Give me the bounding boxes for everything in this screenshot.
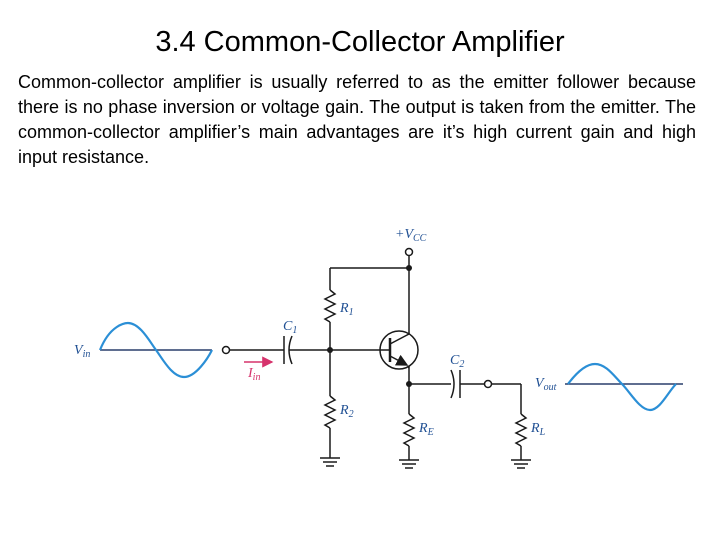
ground-rl xyxy=(511,459,531,469)
c2-label: C2 xyxy=(450,353,464,370)
c2-capacitor xyxy=(450,369,484,399)
rl-resistor xyxy=(514,413,528,447)
vcc-terminal xyxy=(404,247,414,257)
rl-label: RL xyxy=(530,421,546,438)
npn-transistor xyxy=(330,330,419,370)
output-terminal xyxy=(483,379,493,389)
re-resistor xyxy=(402,413,416,447)
input-terminal xyxy=(221,345,231,355)
vout-label: Vout xyxy=(535,376,557,393)
input-waveform xyxy=(98,321,213,379)
r2-resistor xyxy=(323,395,337,429)
r2-label: R2 xyxy=(339,403,354,420)
vin-label: Vin xyxy=(74,343,90,360)
vcc-label: +VCC xyxy=(395,227,427,244)
iin-label: Iin xyxy=(247,366,260,383)
c1-label: C1 xyxy=(283,319,297,336)
output-waveform xyxy=(565,362,683,412)
ground-r2 xyxy=(320,457,340,467)
r1-label: R1 xyxy=(339,301,354,318)
description-paragraph: Common-collector amplifier is usually re… xyxy=(18,72,696,167)
slide-title: 3.4 Common-Collector Amplifier xyxy=(155,26,565,58)
c1-capacitor xyxy=(283,335,330,365)
ground-re xyxy=(399,459,419,469)
re-label: RE xyxy=(418,421,434,438)
r1-resistor xyxy=(323,289,337,323)
